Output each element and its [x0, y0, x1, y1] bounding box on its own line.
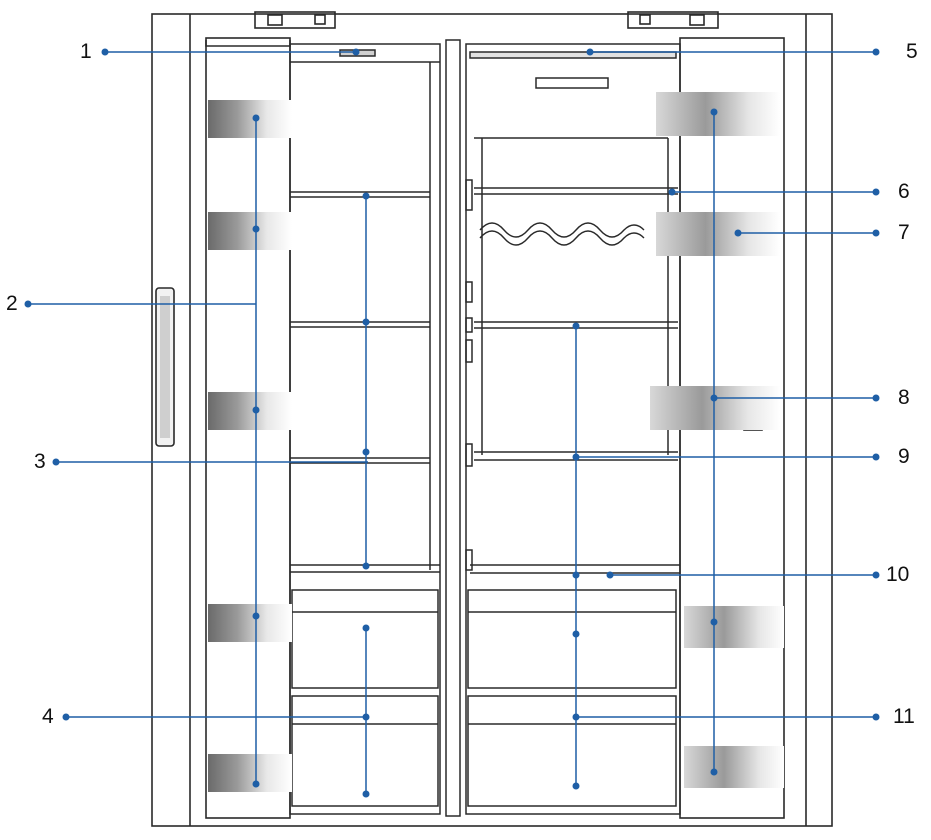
door-bin: [208, 100, 292, 138]
leader-lines: [28, 51, 876, 794]
cabinet: [151, 11, 833, 827]
door-bin: [208, 212, 292, 250]
door-bin: [684, 606, 784, 648]
callout-label-8: 8: [898, 386, 910, 409]
callout-label-1: 1: [80, 40, 92, 63]
door-bin: [208, 754, 292, 792]
callout-label-4: 4: [42, 705, 54, 728]
center-divider: [445, 39, 461, 817]
callout-label-6: 6: [898, 180, 910, 203]
door-bin: [684, 746, 784, 788]
leader-dots: [24, 48, 880, 798]
callout-label-5: 5: [906, 40, 918, 63]
door-bin: [208, 392, 292, 430]
callout-label-10: 10: [886, 563, 910, 586]
right-door-bins: [650, 92, 784, 788]
callout-label-9: 9: [898, 445, 910, 468]
left-compartment: [289, 43, 441, 815]
right-compartment: [465, 43, 681, 815]
callout-label-3: 3: [34, 450, 46, 473]
callout-label-7: 7: [898, 221, 910, 244]
door-bin: [208, 604, 292, 642]
door-handle: [155, 287, 175, 447]
door-bin: [650, 386, 780, 430]
door-bin: [656, 92, 780, 136]
left-door-bins: [208, 100, 292, 792]
callout-label-11: 11: [893, 705, 915, 728]
callout-label-2: 2: [6, 292, 18, 315]
door-bin: [656, 212, 780, 256]
